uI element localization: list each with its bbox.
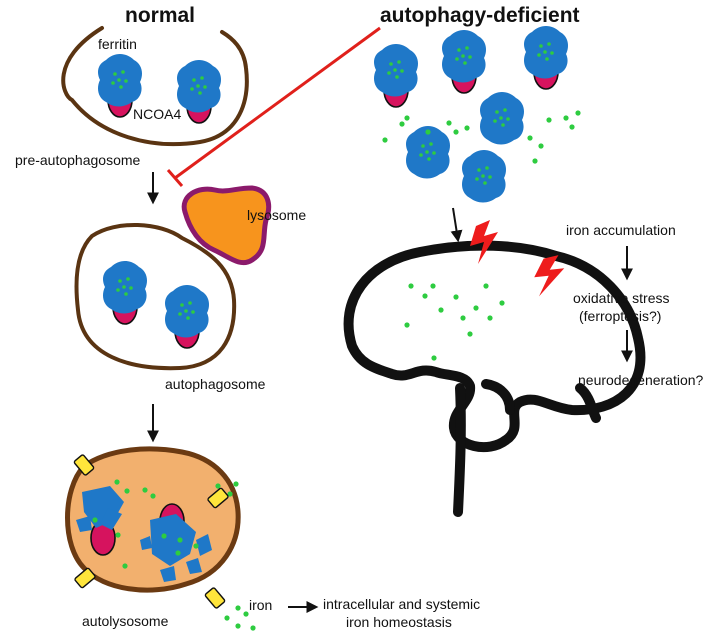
ferritin-ncoa4-complex — [523, 25, 569, 90]
cerebellum-line — [481, 379, 515, 415]
ferritin-ncoa4-complex — [176, 59, 222, 124]
label-oxidative-stress: oxidative stress — [573, 290, 669, 306]
iron-dots-cytosol — [382, 110, 581, 164]
label-neurodegeneration: neurodegeneration? — [578, 372, 704, 388]
label-ferritin: ferritin — [98, 36, 137, 52]
iron-dots-autolysosome — [92, 479, 239, 569]
pre-autophagosome-membrane — [61, 26, 249, 147]
arrow-to-brain — [450, 207, 463, 243]
autophagosome-membrane — [74, 222, 237, 371]
label-iron: iron — [249, 597, 272, 613]
label-iron-accumulation: iron accumulation — [566, 222, 676, 238]
label-lysosome: lysosome — [247, 207, 306, 223]
released-iron-dots — [224, 605, 256, 631]
ferritin-ncoa4-complex — [164, 284, 210, 349]
brain-stem — [453, 383, 466, 517]
ferritin — [480, 92, 524, 145]
label-ferroptosis: (ferroptosis?) — [579, 308, 661, 324]
label-homeostasis-line2: iron homeostasis — [346, 614, 452, 630]
inhibition-line — [166, 26, 381, 187]
ferritin-ncoa4-complex — [373, 43, 419, 108]
label-autolysosome: autolysosome — [82, 613, 169, 629]
degraded-ferritin-fragments — [76, 486, 212, 582]
label-ncoa4: NCOA4 — [133, 106, 181, 122]
heading-normal: normal — [125, 4, 195, 27]
label-homeostasis-line1: intracellular and systemic — [323, 596, 480, 612]
ferritin-ncoa4-complex — [441, 29, 487, 94]
ferritin-ncoa4-complex — [102, 260, 148, 325]
label-pre-autophagosome: pre-autophagosome — [15, 152, 141, 168]
lysosome — [181, 185, 272, 266]
label-autophagosome: autophagosome — [165, 376, 266, 392]
iron-channel — [203, 586, 227, 610]
ferritin — [462, 150, 506, 203]
iron-dots-brain — [404, 283, 505, 361]
brain-lobe-line — [575, 383, 601, 423]
heading-autophagy-deficient: autophagy-deficient — [380, 4, 580, 27]
